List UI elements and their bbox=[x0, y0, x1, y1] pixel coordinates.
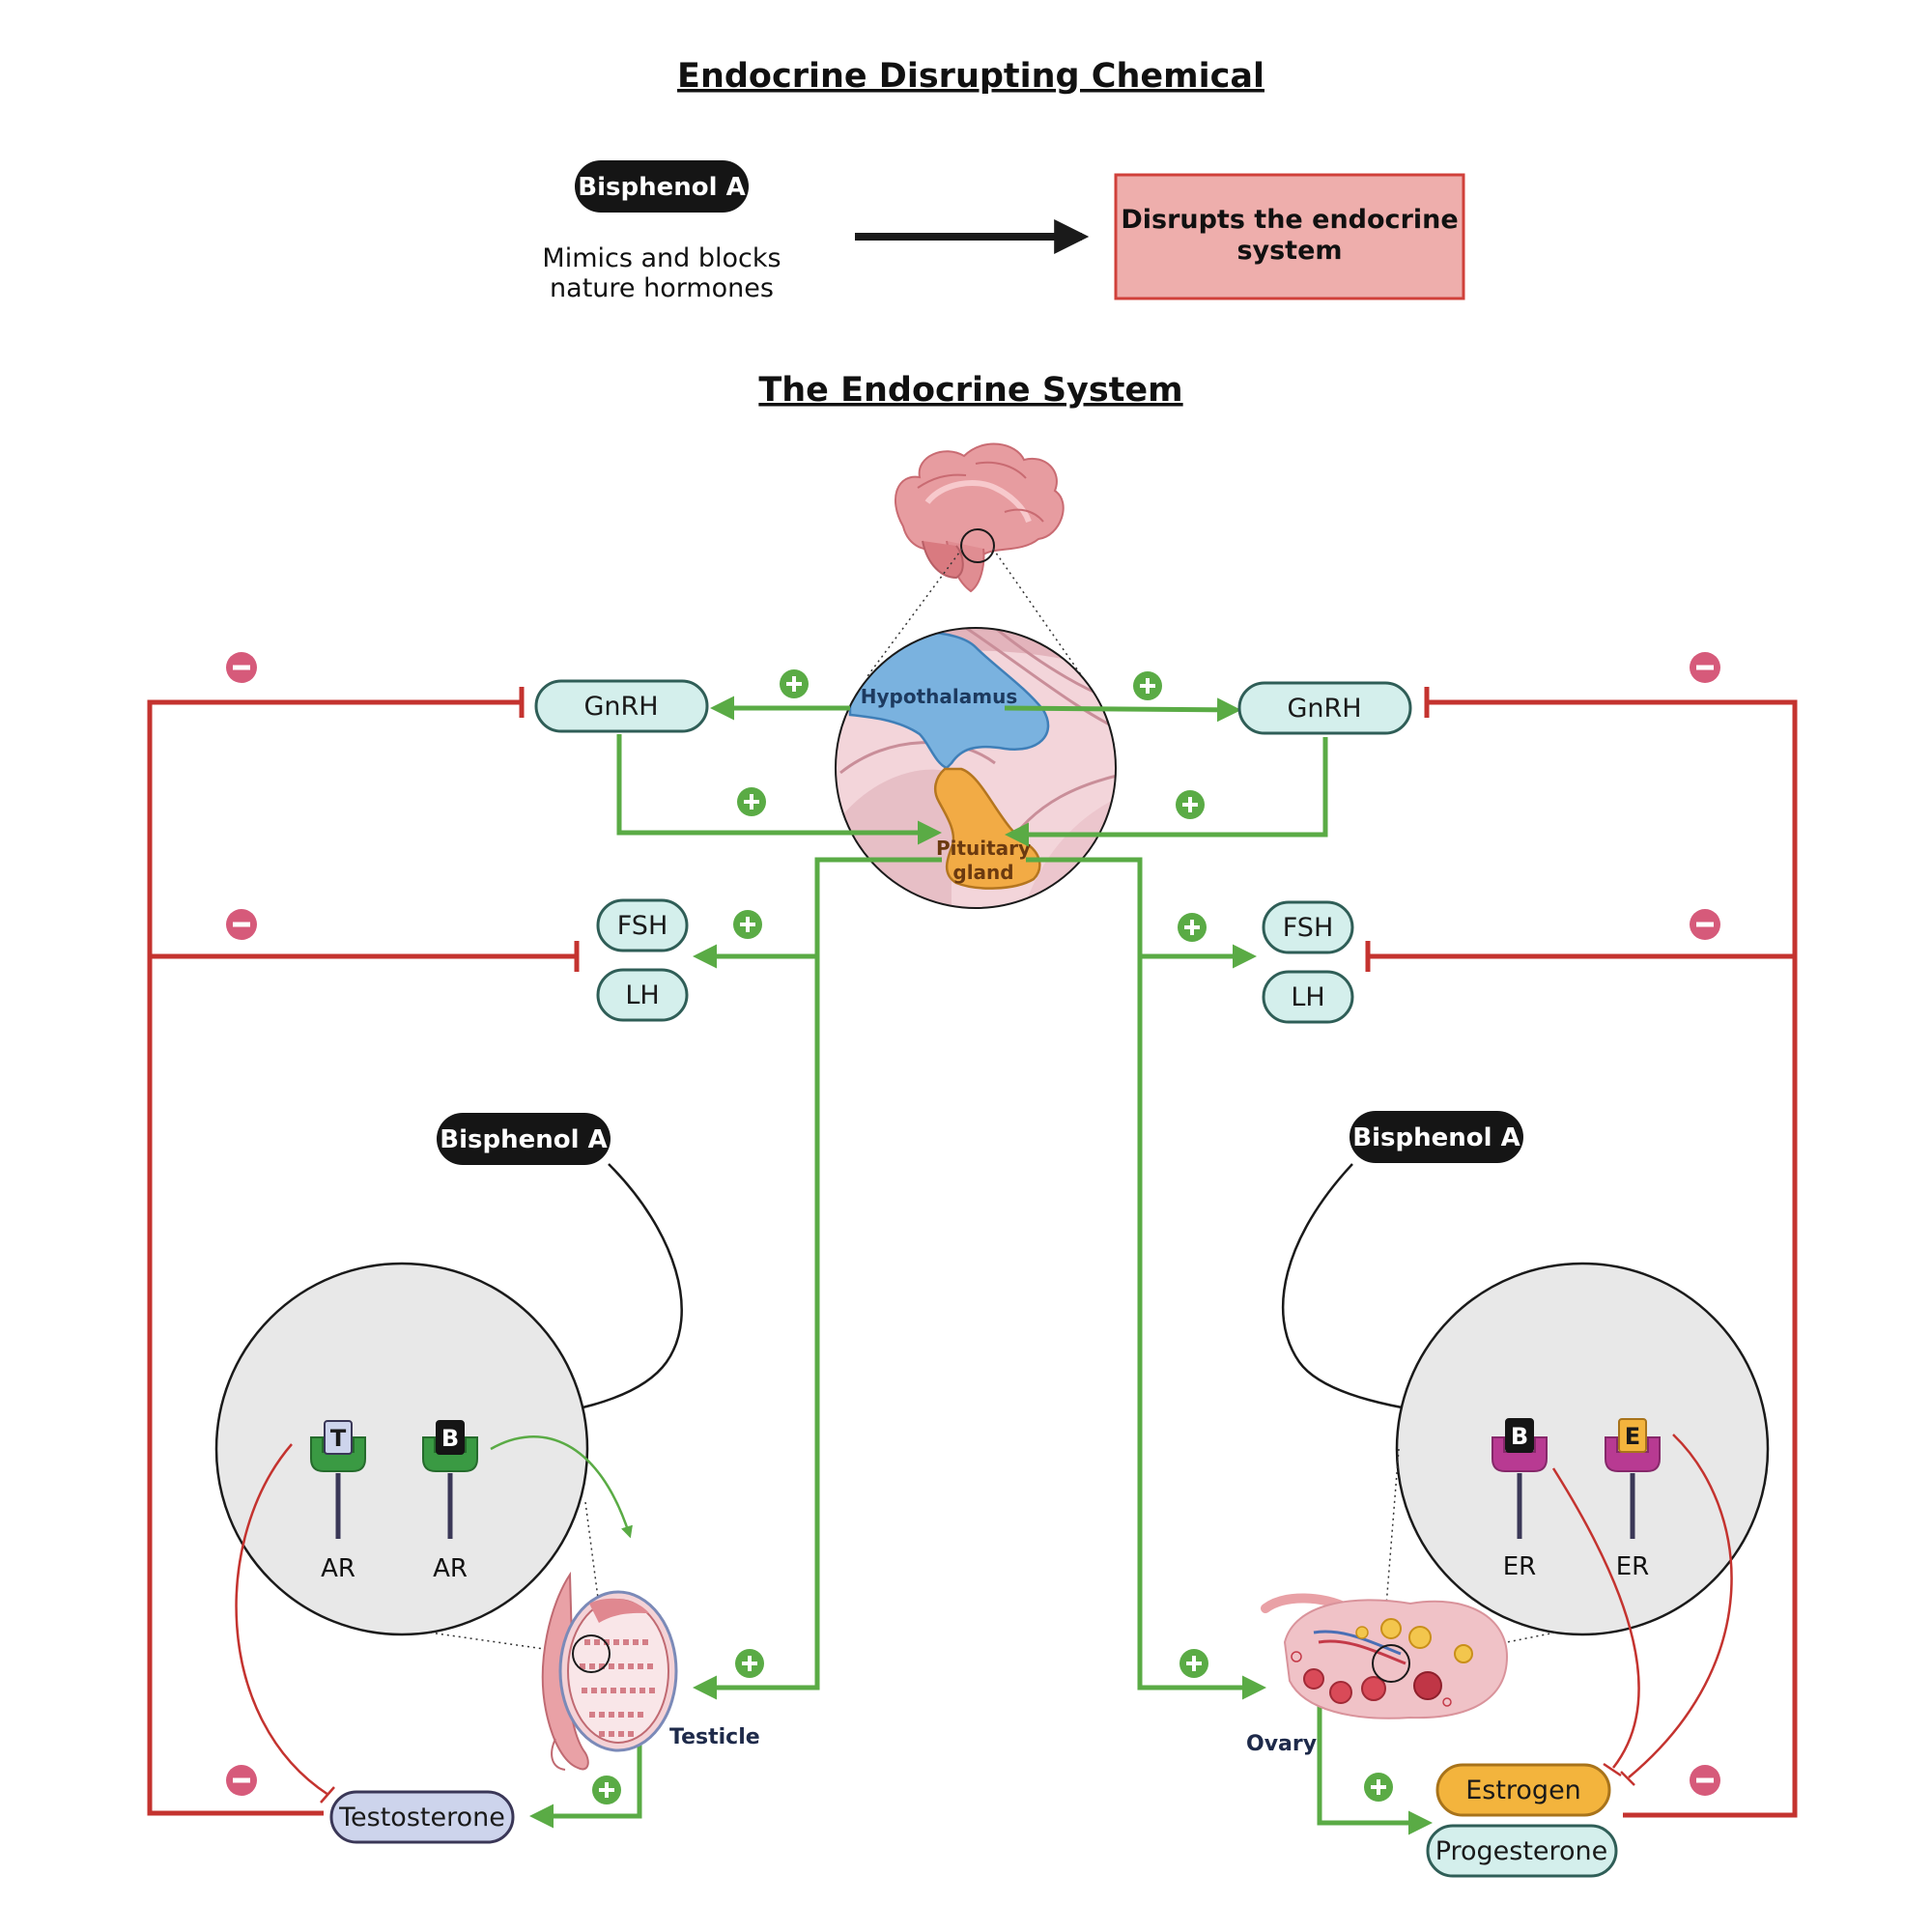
disrupts-text-line2: system bbox=[1236, 236, 1342, 266]
stimulation-badges bbox=[592, 669, 1393, 1804]
gnrh-pill-left: GnRH bbox=[534, 679, 709, 733]
zoom-guide-right bbox=[992, 548, 1096, 696]
mimics-text-line1: Mimics and blocks bbox=[542, 243, 781, 273]
ligand-e: E bbox=[1625, 1423, 1640, 1450]
bisphenol-a-pill-right: Bisphenol A bbox=[1350, 1111, 1523, 1163]
disrupts-text-line1: Disrupts the endocrine bbox=[1121, 205, 1458, 235]
plus-icon bbox=[592, 1776, 621, 1804]
arrow-pituitary-left-down bbox=[693, 857, 942, 1700]
androgen-receptor-testosterone: T AR bbox=[310, 1420, 366, 1583]
arrow-ovary-to-hormones bbox=[1317, 1690, 1433, 1835]
bisphenol-a-pill-top: Bisphenol A bbox=[575, 160, 749, 213]
bisphenol-a-label-right: Bisphenol A bbox=[1352, 1123, 1520, 1152]
inhibit-testosterone-bar bbox=[320, 1786, 335, 1804]
plus-icon bbox=[733, 910, 762, 939]
progesterone-pill: Progesterone bbox=[1426, 1824, 1618, 1878]
bisphenol-a-pill-left: Bisphenol A bbox=[437, 1113, 611, 1165]
lh-pill-left: LH bbox=[596, 968, 689, 1022]
ligand-b-right: B bbox=[1511, 1423, 1528, 1450]
fsh-pill-left: FSH bbox=[596, 898, 689, 952]
testosterone-label: Testosterone bbox=[338, 1803, 505, 1833]
inhibition-pathways bbox=[147, 687, 1798, 1818]
arrow-gnrh-right-to-pituitary bbox=[1005, 737, 1328, 847]
inhibit-estrogen-bar-1 bbox=[1603, 1762, 1622, 1777]
plus-icon bbox=[1176, 790, 1205, 819]
estrogen-label: Estrogen bbox=[1465, 1776, 1581, 1805]
hypothalamus-label: Hypothalamus bbox=[861, 685, 1017, 708]
estrogen-cell bbox=[1395, 1262, 1770, 1636]
lh-pill-right: LH bbox=[1262, 970, 1354, 1024]
mimics-text-line2: nature hormones bbox=[550, 273, 774, 303]
ligand-b-left: B bbox=[441, 1425, 459, 1452]
testosterone-pill: Testosterone bbox=[329, 1790, 515, 1844]
plus-icon bbox=[780, 669, 809, 698]
pituitary-label-line2: gland bbox=[952, 861, 1013, 884]
arrow-gnrh-left-to-pituitary bbox=[616, 734, 942, 845]
bisphenol-a-label-left: Bisphenol A bbox=[440, 1125, 607, 1154]
plus-icon bbox=[1178, 913, 1207, 942]
arrow-pituitary-right-down bbox=[1026, 857, 1266, 1700]
arrow-ar-to-testicle bbox=[490, 1435, 633, 1539]
androgen-cell bbox=[214, 1262, 589, 1636]
testicle-icon bbox=[541, 1571, 678, 1771]
testicle-label: Testicle bbox=[669, 1725, 760, 1749]
ovary-label: Ovary bbox=[1246, 1732, 1317, 1756]
gnrh-label-right: GnRH bbox=[1287, 694, 1361, 724]
gnrh-label-left: GnRH bbox=[583, 692, 658, 722]
pituitary-label-line1: Pituitary bbox=[936, 837, 1031, 860]
gnrh-pill-right: GnRH bbox=[1237, 681, 1412, 735]
inhibit-estrogen-bar-2 bbox=[1620, 1771, 1635, 1786]
plus-icon bbox=[1364, 1773, 1393, 1802]
hypothalamus-pituitary-zoom: Hypothalamus Pituitary gland bbox=[835, 627, 1117, 909]
progesterone-label: Progesterone bbox=[1435, 1836, 1608, 1866]
testicle-zoom-guide-1 bbox=[429, 1632, 579, 1655]
inhibition-badges bbox=[226, 652, 1720, 1796]
inhibit-right-outer bbox=[1427, 699, 1798, 1818]
minus-icon bbox=[1690, 909, 1720, 940]
plus-icon bbox=[1133, 671, 1162, 700]
lh-label-left: LH bbox=[625, 980, 659, 1010]
plus-icon bbox=[735, 1649, 764, 1678]
androgen-receptor-bisphenol: B AR bbox=[422, 1420, 478, 1583]
minus-icon bbox=[1690, 652, 1720, 683]
stimulation-pathways bbox=[529, 696, 1433, 1835]
arrow-hypothalamus-to-gnrh-right bbox=[1004, 697, 1241, 723]
minus-icon bbox=[226, 652, 257, 683]
ar-label-2: AR bbox=[433, 1554, 468, 1583]
er-label-1: ER bbox=[1503, 1552, 1537, 1581]
minus-icon bbox=[226, 1765, 257, 1796]
estrogen-receptor-bisphenol: B ER bbox=[1492, 1418, 1548, 1581]
bisphenol-a-label: Bisphenol A bbox=[578, 173, 745, 202]
minus-icon bbox=[226, 909, 257, 940]
plus-icon bbox=[737, 787, 766, 816]
ligand-t: T bbox=[330, 1425, 347, 1452]
inhibit-estrogen-from-b bbox=[1551, 1467, 1640, 1769]
plus-icon bbox=[1179, 1649, 1208, 1678]
estrogen-pill: Estrogen bbox=[1435, 1763, 1611, 1817]
fsh-pill-right: FSH bbox=[1262, 900, 1354, 954]
fsh-label-right: FSH bbox=[1283, 913, 1334, 943]
inhibit-testosterone-to-ar bbox=[235, 1443, 329, 1797]
disrupts-box: Disrupts the endocrine system bbox=[1114, 173, 1465, 300]
lh-label-right: LH bbox=[1291, 982, 1324, 1012]
minus-icon bbox=[1690, 1765, 1720, 1796]
header-title: Endocrine Disrupting Chemical bbox=[677, 57, 1264, 96]
er-label-2: ER bbox=[1616, 1552, 1650, 1581]
system-title: The Endocrine System bbox=[758, 371, 1182, 410]
estrogen-receptor-estrogen: E ER bbox=[1605, 1418, 1661, 1581]
brain-icon bbox=[895, 442, 1065, 593]
arrow-testicle-to-testosterone bbox=[529, 1724, 642, 1829]
ar-label-1: AR bbox=[321, 1554, 355, 1583]
ovary-icon bbox=[1261, 1593, 1509, 1719]
inhibit-left-outer bbox=[147, 699, 522, 1816]
fsh-label-left: FSH bbox=[617, 911, 668, 941]
inhibit-estrogen-from-e bbox=[1628, 1434, 1733, 1778]
